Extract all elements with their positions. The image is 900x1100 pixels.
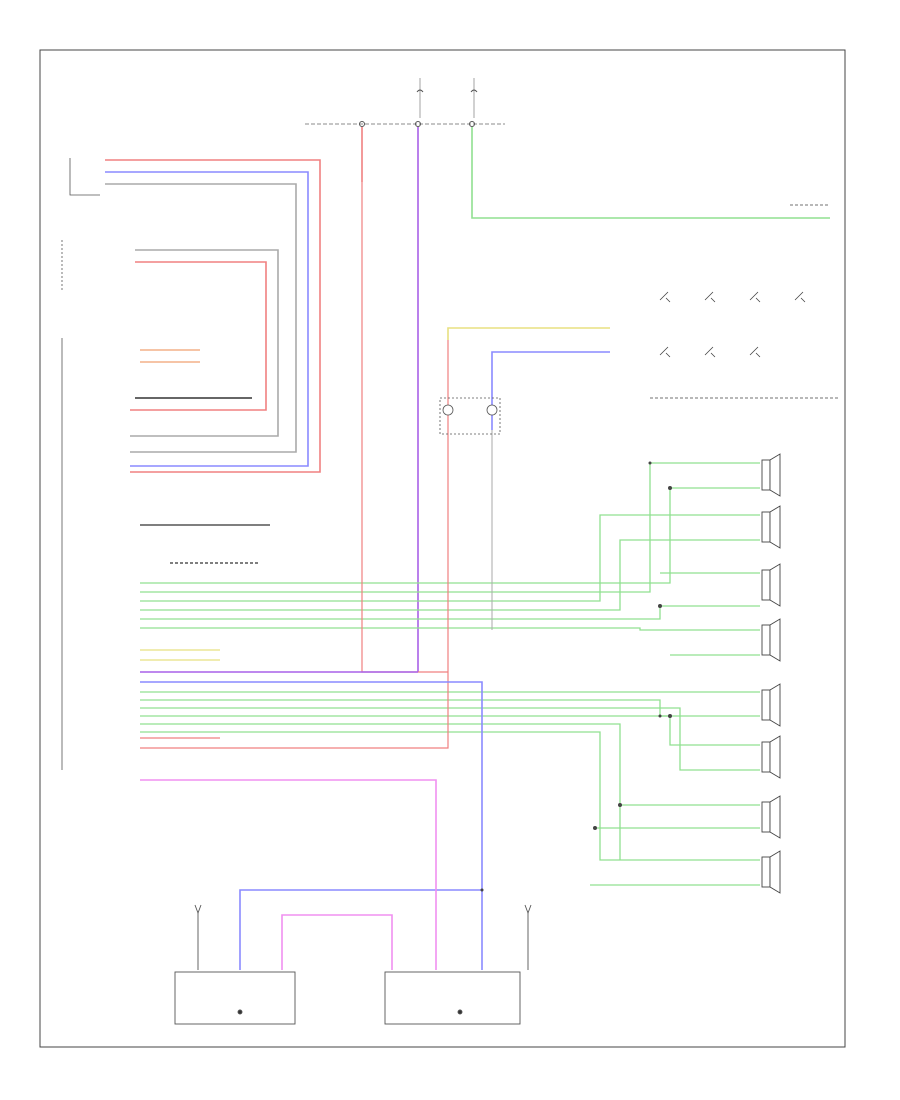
ground-symbol <box>457 1009 463 1015</box>
speaker-wires <box>140 462 760 886</box>
antenna-symbol <box>194 904 202 915</box>
speaker-icon <box>761 735 781 779</box>
speaker-icon <box>761 505 781 549</box>
speaker-icon <box>761 850 781 894</box>
bottom-modules <box>174 904 532 1025</box>
long-wires <box>140 182 610 970</box>
speaker-icon <box>761 618 781 662</box>
fuse-connector <box>469 121 475 127</box>
speaker-icon <box>761 453 781 497</box>
fuse-symbol <box>470 89 478 93</box>
fuse-connector <box>415 121 421 127</box>
speaker-symbols <box>761 453 781 894</box>
bus-feed-wires <box>361 127 830 672</box>
inline-symbols <box>439 397 501 435</box>
diagram-frame <box>39 49 846 1048</box>
harness-loop-wires <box>105 159 321 473</box>
antenna-symbol <box>524 904 532 915</box>
speaker-icon <box>761 683 781 727</box>
fuse-symbol <box>416 89 424 93</box>
left-stub-wires <box>140 349 270 739</box>
module-box <box>174 971 296 1025</box>
splice-dots <box>480 461 672 892</box>
ground-symbol <box>237 1009 243 1015</box>
speaker-icon <box>761 563 781 607</box>
module-box <box>384 971 521 1025</box>
left-component-outlines <box>61 158 100 770</box>
power-bus <box>305 78 505 127</box>
fuse-connector <box>359 121 365 127</box>
steering-switch-grid <box>650 204 840 399</box>
speaker-icon <box>761 795 781 839</box>
